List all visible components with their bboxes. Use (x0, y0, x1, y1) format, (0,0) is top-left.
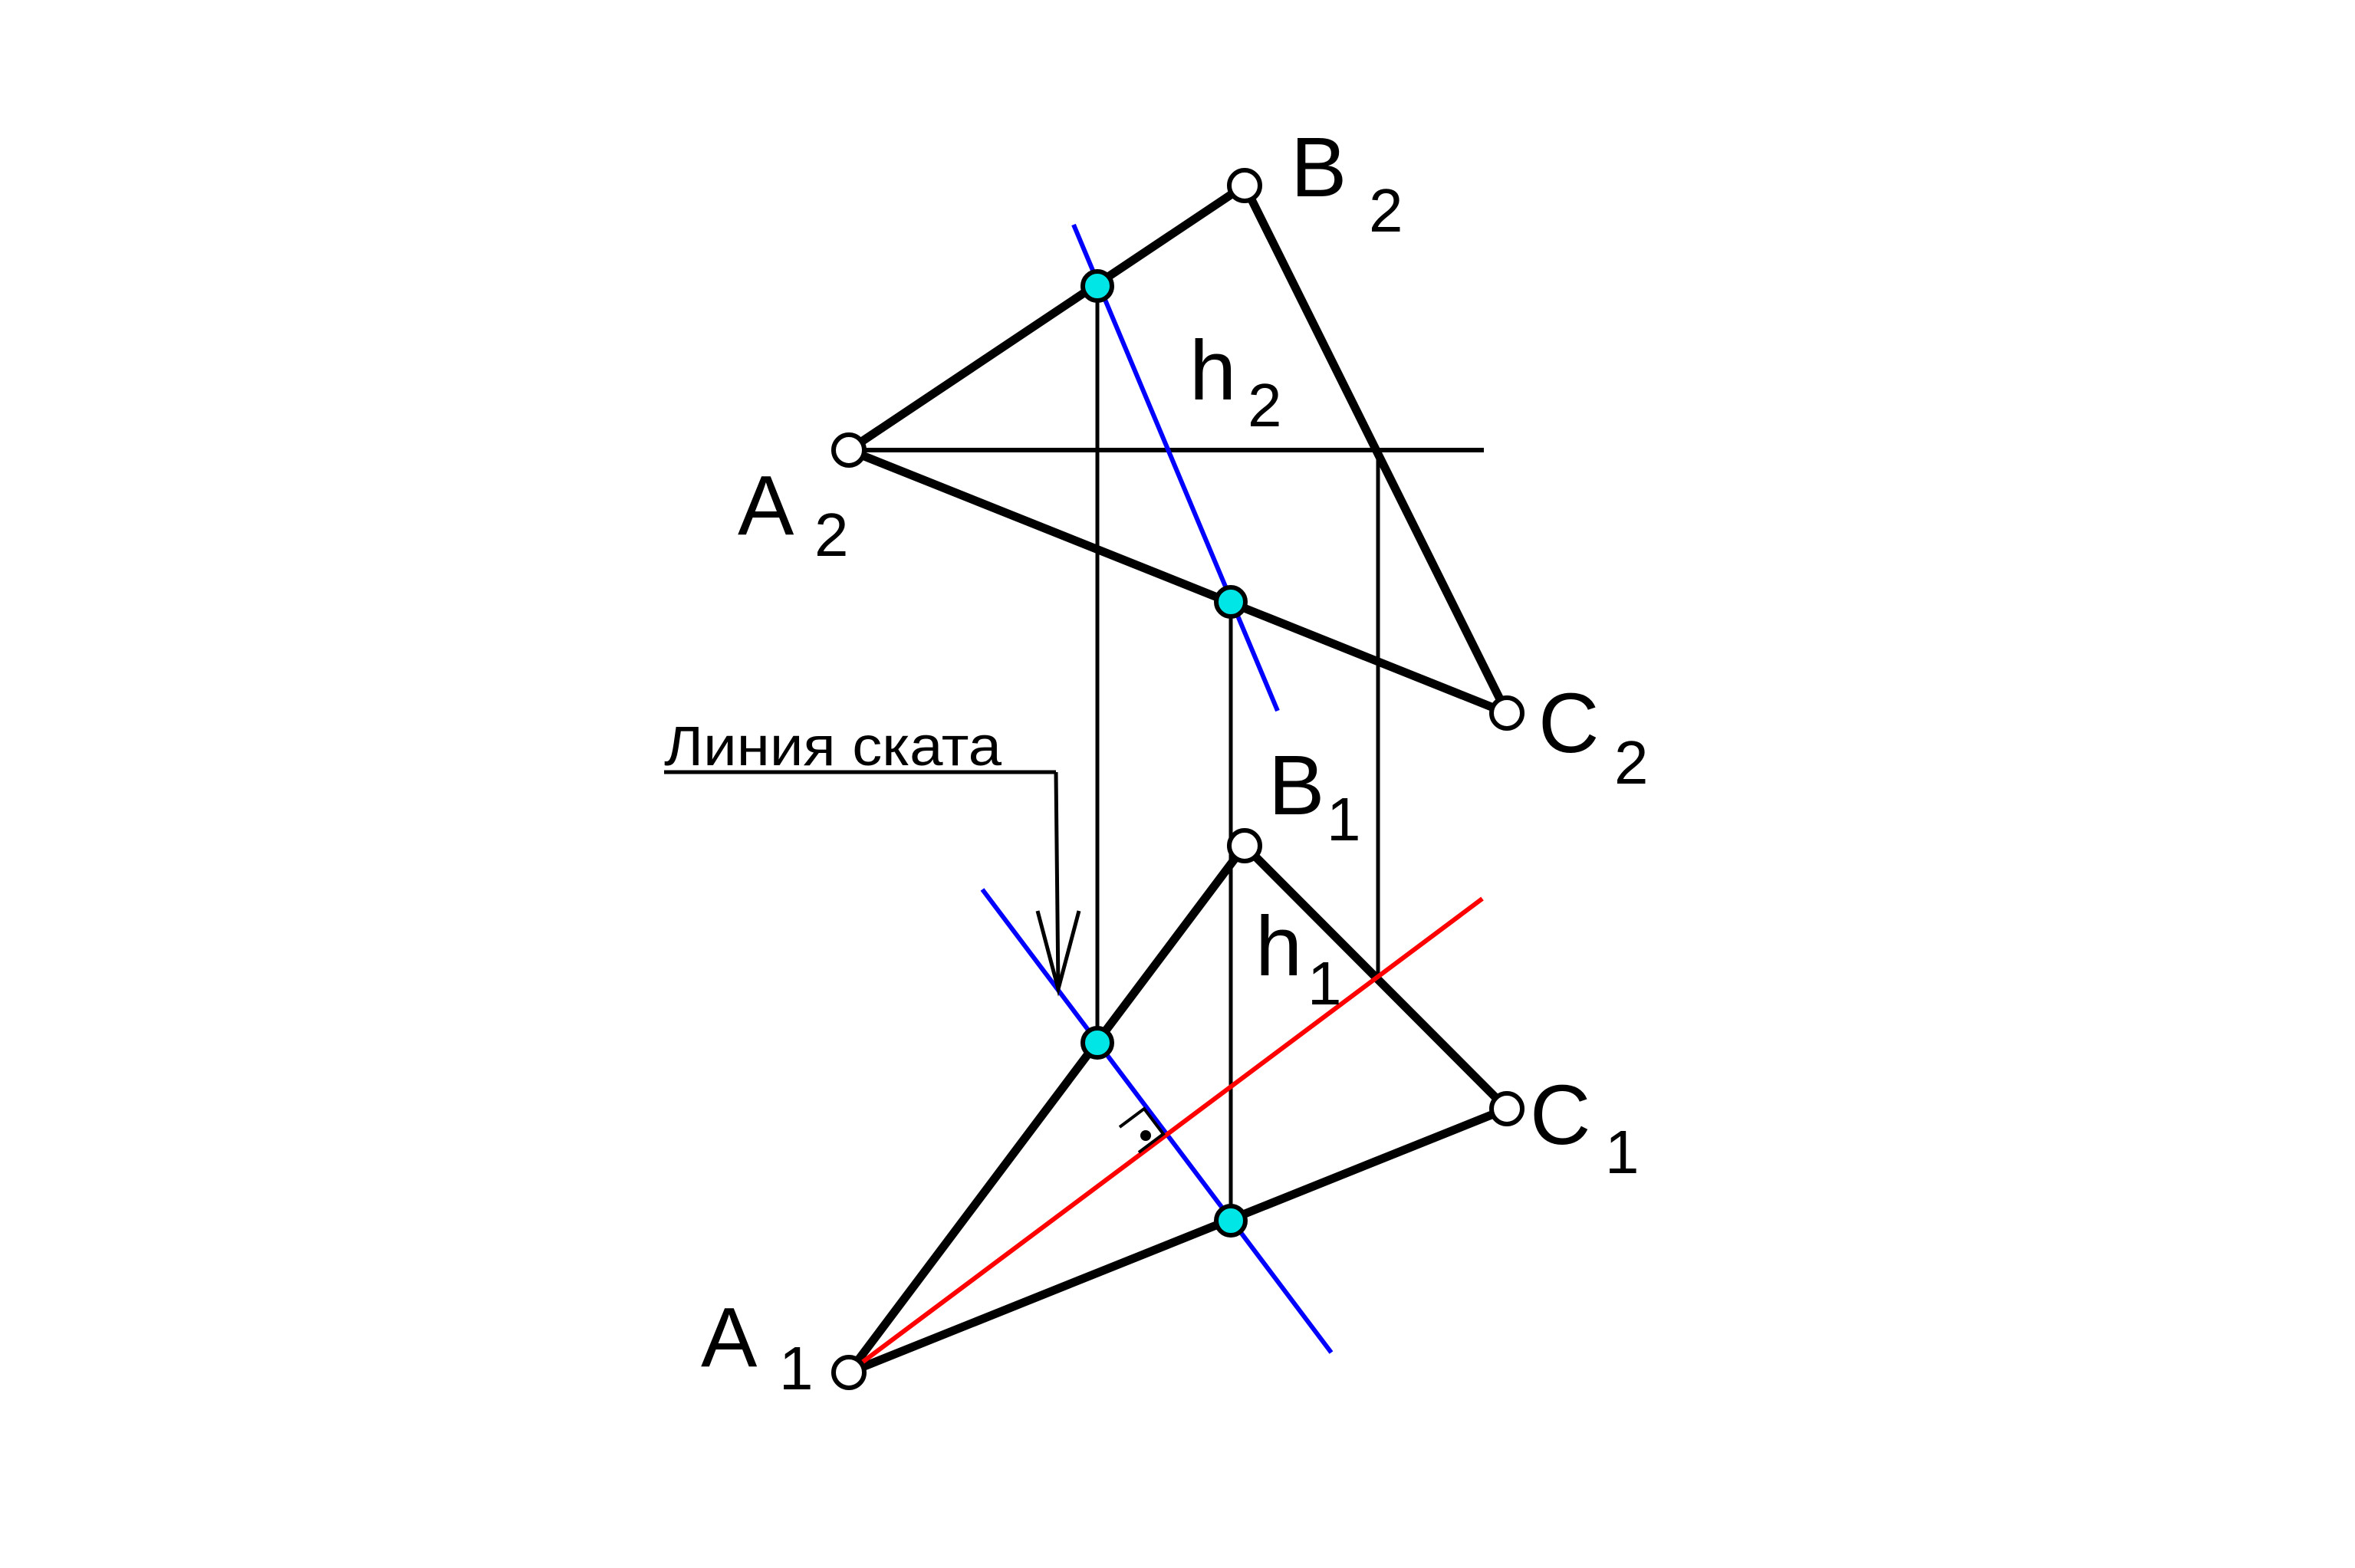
vertex-points (831, 168, 1525, 1390)
point-c1 (1489, 1091, 1525, 1126)
slope-lines (980, 223, 1334, 1354)
caption-leader (664, 770, 1081, 997)
slope-line-horizontal (980, 888, 1334, 1354)
edge-a2-b2 (844, 181, 1249, 455)
edge-a1-c1 (844, 1104, 1511, 1377)
label-b2-index: 2 (1369, 176, 1403, 245)
slope-point-frontal-upper (1080, 269, 1114, 303)
slope-point-frontal-lower (1214, 585, 1248, 619)
label-c2-letter: C (1538, 676, 1599, 771)
label-a2-index: 2 (814, 501, 849, 569)
slope-line-frontal (1071, 223, 1280, 712)
label-c2-index: 2 (1614, 728, 1649, 797)
point-c2 (1489, 695, 1525, 731)
label-a1-index: 1 (779, 1334, 814, 1402)
triangle-frontal-projection (844, 181, 1511, 718)
label-h2-index: 2 (1248, 371, 1282, 439)
point-a1 (831, 1355, 867, 1390)
label-c1-index: 1 (1605, 1118, 1640, 1186)
slope-point-horizontal-upper (1080, 1026, 1114, 1060)
label-b2-letter: B (1291, 120, 1347, 215)
caption-leader-line (1054, 771, 1061, 990)
point-b2 (1227, 168, 1262, 203)
edge-b2-c2 (1240, 181, 1511, 718)
edge-a1-b1 (844, 841, 1249, 1377)
label-h1-letter: h (1255, 899, 1302, 994)
horizontal-line-h1 (857, 896, 1484, 1367)
label-h2-letter: h (1189, 324, 1236, 418)
label-a1-letter: A (701, 1290, 758, 1385)
label-a2-letter: A (738, 459, 794, 553)
triangle-horizontal-projection (844, 841, 1511, 1377)
right-angle-square (1118, 1106, 1166, 1154)
caption-slope-line: Линия ската (664, 716, 1002, 777)
point-a2 (831, 432, 867, 468)
caption-arrowhead (1035, 910, 1081, 997)
slope-point-horizontal-lower (1214, 1204, 1248, 1238)
label-h1-index: 1 (1307, 949, 1342, 1017)
intersection-points (1080, 269, 1248, 1238)
point-labels: B 2 h 2 A 2 C 2 B 1 h 1 C 1 A 1 (701, 120, 1649, 1402)
label-c1-letter: C (1530, 1068, 1590, 1162)
right-angle-mark (1118, 1106, 1166, 1154)
label-b1-index: 1 (1327, 785, 1361, 853)
right-angle-dot (1140, 1130, 1151, 1141)
label-b1-letter: B (1268, 738, 1324, 833)
edge-a2-c2 (844, 445, 1511, 718)
point-b1 (1227, 828, 1262, 863)
